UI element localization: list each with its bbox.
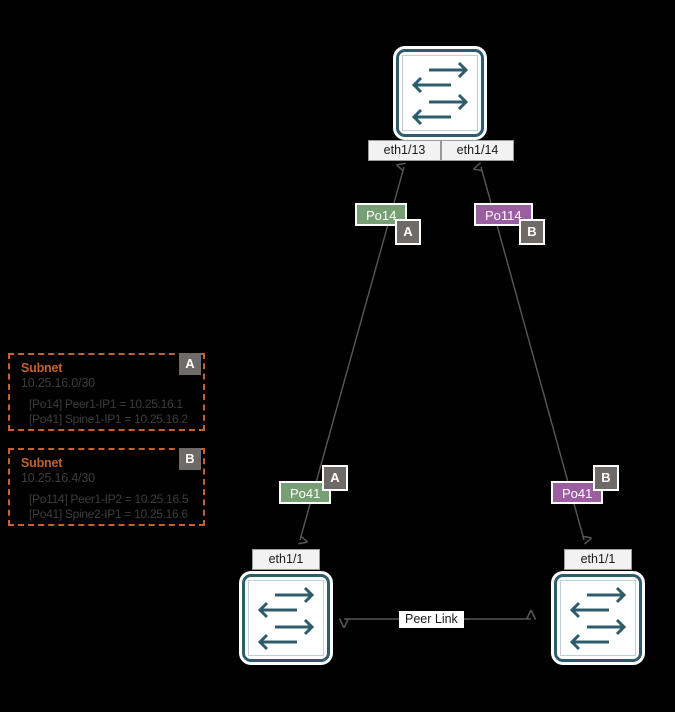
portchannel-chip-po14[interactable]: Po14 bbox=[355, 203, 408, 226]
marker-b-spine-right: B bbox=[519, 219, 545, 245]
subnet-a-line-2: [Po41] Spine1-IP1 = 10.25.16.2 bbox=[29, 412, 188, 426]
port-label-spine-left[interactable]: eth1/13 bbox=[368, 140, 441, 161]
subnet-a-title: Subnet bbox=[21, 361, 63, 375]
device-inner-frame bbox=[248, 580, 324, 656]
subnet-b-cidr: 10.25.16.4/30 bbox=[21, 471, 95, 485]
subnet-b-line-1: [Po114] Peer1-IP2 = 10.25.16.5 bbox=[29, 492, 189, 506]
marker-a-subnet: A bbox=[179, 353, 201, 375]
marker-b-subnet: B bbox=[179, 448, 201, 470]
subnet-a-cidr: 10.25.16.0/30 bbox=[21, 376, 95, 390]
port-label-leaf2[interactable]: eth1/1 bbox=[564, 549, 632, 570]
network-switch-icon bbox=[411, 61, 469, 126]
subnet-box-b: Subnet 10.25.16.4/30 [Po114] Peer1-IP2 =… bbox=[8, 448, 205, 526]
port-label-spine-right[interactable]: eth1/14 bbox=[441, 140, 514, 161]
subnet-b-line-2: [Po41] Spine2-IP1 = 10.25.16.6 bbox=[29, 507, 188, 521]
subnet-b-title: Subnet bbox=[21, 456, 63, 470]
device-leaf2-switch[interactable] bbox=[554, 574, 642, 662]
device-inner-frame bbox=[560, 580, 636, 656]
portchannel-chip-po41-leaf1[interactable]: Po41 bbox=[279, 481, 332, 504]
subnet-a-line-1: [Po14] Peer1-IP1 = 10.25.16.1 bbox=[29, 397, 183, 411]
portchannel-chip-po41-leaf2[interactable]: Po41 bbox=[551, 481, 604, 504]
link-spine-leaf1-down bbox=[300, 166, 405, 540]
portchannel-chip-po114[interactable]: Po114 bbox=[474, 203, 533, 226]
peer-link-label: Peer Link bbox=[399, 611, 464, 628]
port-label-leaf1[interactable]: eth1/1 bbox=[252, 549, 320, 570]
device-spine-switch[interactable] bbox=[396, 49, 484, 137]
marker-a-leaf1: A bbox=[322, 465, 348, 491]
link-spine-leaf2-down bbox=[480, 166, 584, 540]
marker-b-leaf2: B bbox=[593, 465, 619, 491]
marker-a-spine-left: A bbox=[395, 219, 421, 245]
device-inner-frame bbox=[402, 55, 478, 131]
network-switch-icon bbox=[257, 586, 315, 651]
network-switch-icon bbox=[569, 586, 627, 651]
device-leaf1-switch[interactable] bbox=[242, 574, 330, 662]
subnet-box-a: Subnet 10.25.16.0/30 [Po14] Peer1-IP1 = … bbox=[8, 353, 205, 431]
